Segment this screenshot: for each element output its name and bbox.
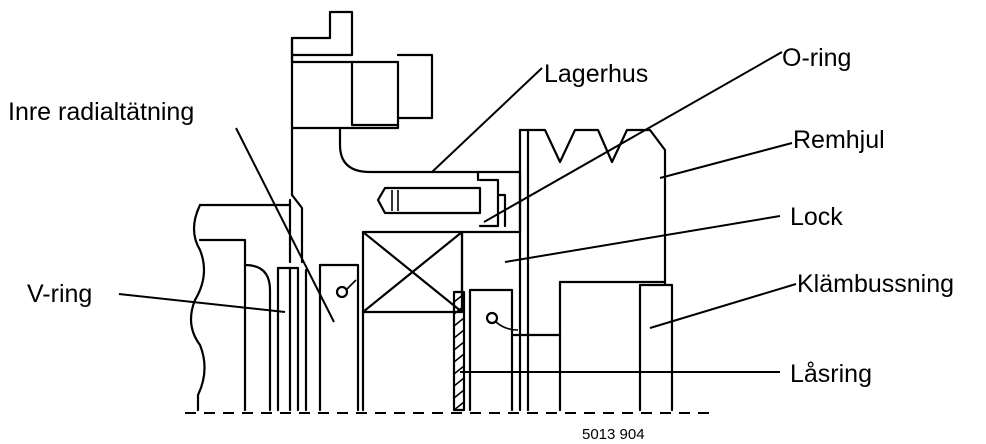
cover	[468, 288, 562, 412]
label-inre-radialtatning: Inre radialtätning	[8, 98, 194, 126]
inner-radial-seal	[318, 263, 360, 412]
bearing	[361, 230, 464, 412]
leader-v-ring	[118, 293, 286, 313]
leader-klambussning	[649, 283, 797, 329]
v-ring	[276, 266, 308, 412]
label-lagerhus: Lagerhus	[544, 60, 648, 88]
label-v-ring: V-ring	[27, 280, 92, 308]
label-lasring: Låsring	[790, 360, 872, 388]
lock-ring	[452, 290, 466, 412]
leader-lines	[118, 51, 797, 373]
leader-remhjul	[659, 142, 793, 179]
label-lock: Lock	[790, 203, 843, 231]
leader-lagerhus	[431, 67, 543, 173]
label-klambussning: Klämbussning	[797, 270, 954, 298]
label-o-ring: O-ring	[782, 44, 851, 72]
leader-o-ring	[483, 51, 783, 223]
pulley	[518, 128, 674, 412]
bearing-housing	[288, 126, 522, 264]
bolt-drawing	[290, 10, 434, 197]
leader-lock	[504, 215, 781, 263]
leader-inre-radialtatning	[235, 127, 335, 323]
housing-screw	[376, 178, 507, 228]
label-remhjul: Remhjul	[793, 126, 885, 154]
figure-code: 5013 904	[582, 426, 645, 443]
